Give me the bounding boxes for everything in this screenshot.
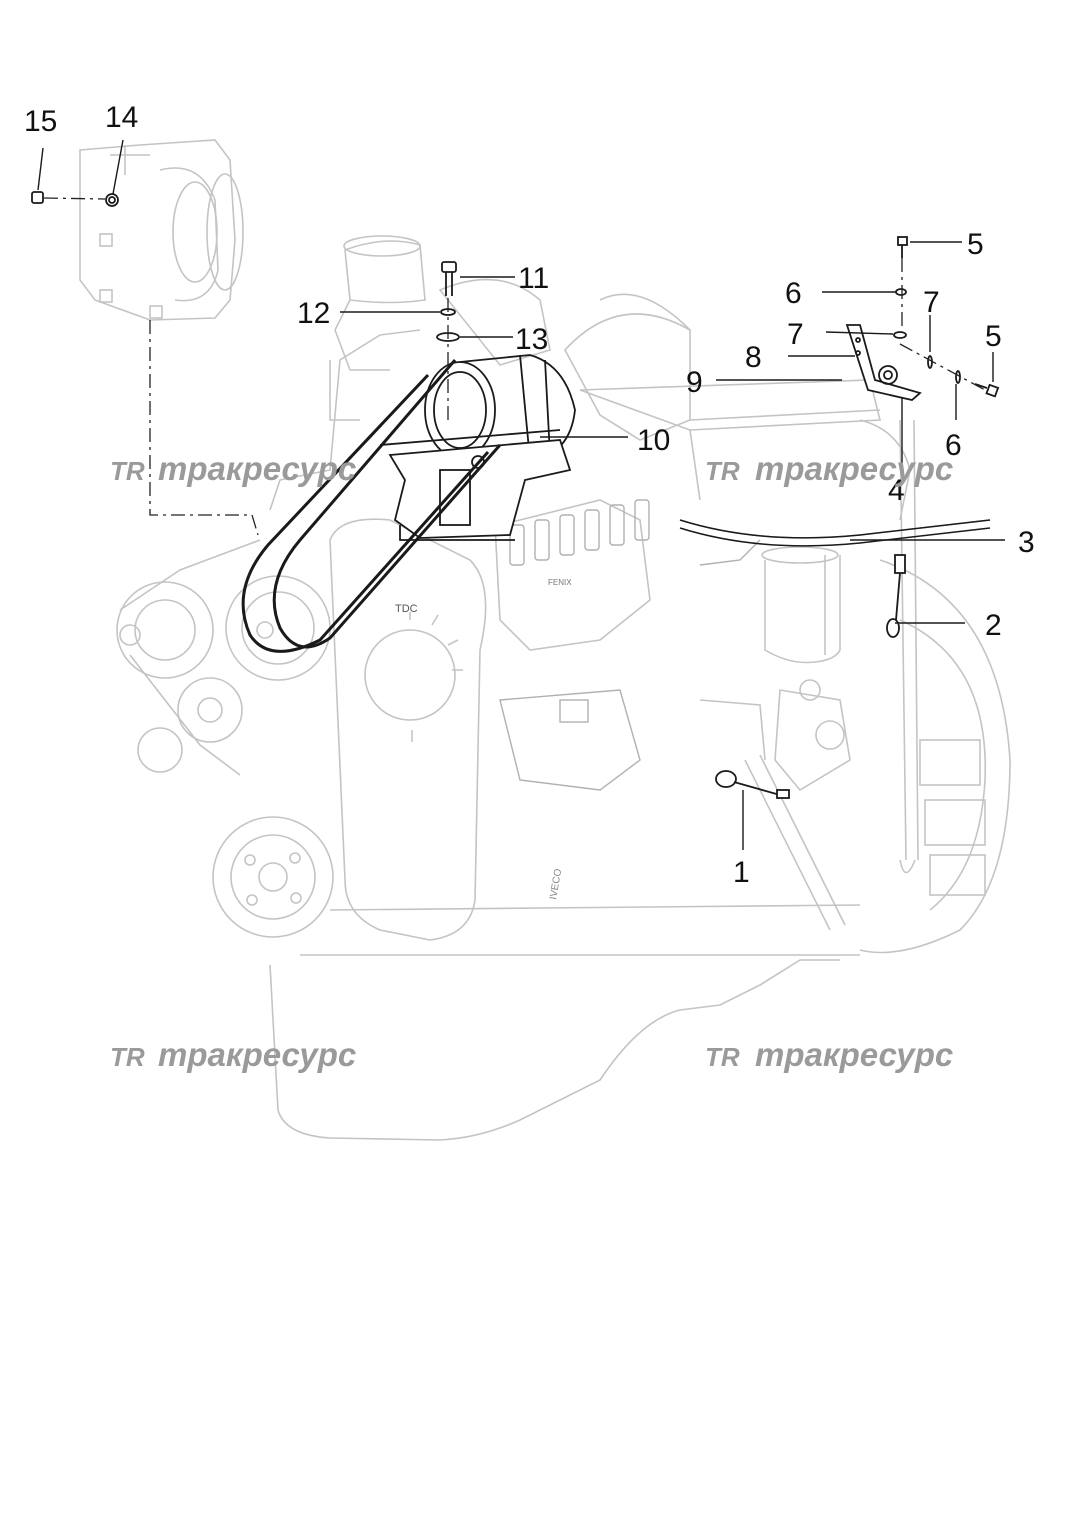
- callout-7-left: 7: [787, 318, 804, 351]
- alternator-inset: [31, 139, 244, 321]
- bolt-11: [441, 261, 457, 296]
- callout-13: 13: [515, 323, 548, 356]
- callout-5-right: 5: [985, 320, 1002, 353]
- engine-ghost-outline: [116, 235, 1011, 1141]
- watermark-logo: TR: [110, 456, 145, 486]
- sump-brand-label: IVECO: [548, 868, 564, 901]
- watermark-top-left: TR тракресурс: [110, 450, 356, 487]
- callout-15: 15: [24, 105, 57, 138]
- callout-14: 14: [105, 101, 138, 134]
- injector-brand-label: FENIX: [548, 578, 572, 587]
- callout-6-top: 6: [785, 277, 802, 310]
- callout-8: 8: [745, 341, 762, 374]
- watermark-text: тракресурс: [755, 450, 953, 487]
- alternator-link-line: [149, 320, 259, 536]
- washer-7-right: [927, 355, 933, 369]
- washer-6-top: [895, 288, 907, 296]
- washer-6-right: [955, 370, 961, 384]
- watermark-bottom-left: TR тракресурс: [110, 1036, 356, 1073]
- watermark-bottom-right: TR тракресурс: [705, 1036, 953, 1073]
- alternator-center: [424, 354, 576, 461]
- fastener-axis-horizontal: [899, 343, 986, 391]
- drive-belt: [241, 359, 502, 653]
- callout-10: 10: [637, 424, 670, 457]
- watermark-logo: TR: [705, 1042, 740, 1072]
- tdc-label: TDC: [395, 603, 418, 615]
- callout-6-right: 6: [945, 429, 962, 462]
- washer-7: [893, 331, 907, 339]
- bracket-8: [845, 324, 922, 401]
- alternator-inset-axis: [43, 197, 106, 200]
- callout-5-top: 5: [967, 228, 984, 261]
- watermark-logo: TR: [705, 456, 740, 486]
- pipe-3: [679, 519, 991, 547]
- callout-3: 3: [1018, 526, 1035, 559]
- injector-row: [509, 499, 650, 566]
- callout-7-right: 7: [923, 286, 940, 319]
- sensor-1: [715, 770, 790, 799]
- bolt-5-top: [897, 236, 908, 258]
- callout-11: 11: [518, 262, 549, 295]
- callout-2: 2: [985, 609, 1002, 642]
- callout-4: 4: [888, 474, 905, 507]
- callout-12: 12: [297, 297, 330, 330]
- watermark-text: тракресурс: [158, 1036, 356, 1073]
- watermark-top-right: TR тракресурс: [705, 450, 953, 487]
- callout-9: 9: [686, 366, 703, 399]
- sensor-wire-2: [886, 554, 906, 638]
- watermark-text: тракресурс: [755, 1036, 953, 1073]
- watermark-text: тракресурс: [158, 450, 356, 487]
- bolt-5-right: [974, 383, 1000, 398]
- callout-numbers: 1 2 3 4 5 5 6 6 7 7 8 9 10 11 12 13 14 1…: [24, 101, 1035, 889]
- leader-lines: [37, 139, 1005, 850]
- watermark-logo: TR: [110, 1042, 145, 1072]
- callout-1: 1: [733, 856, 750, 889]
